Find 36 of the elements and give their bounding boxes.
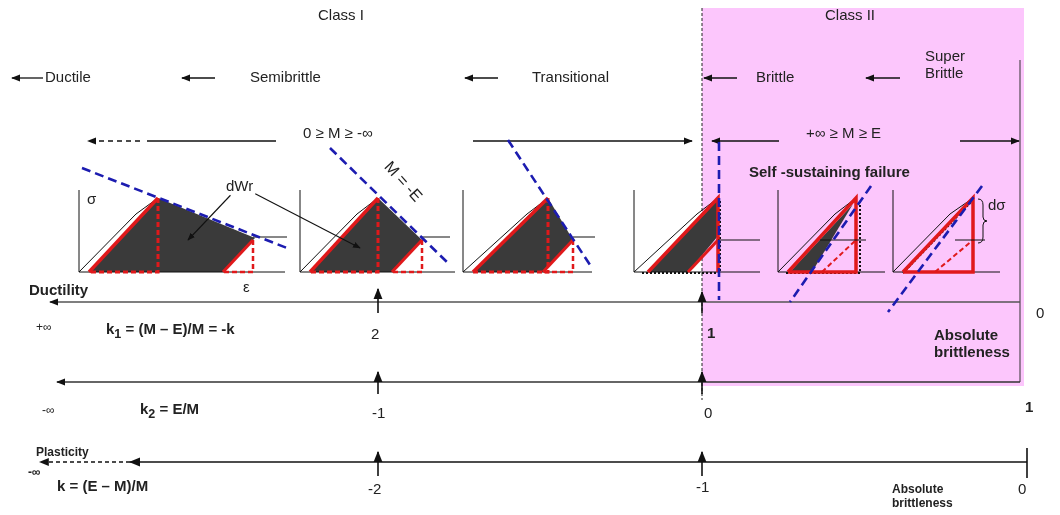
axis-symbol: ε: [243, 278, 250, 296]
class-label: Class II: [825, 6, 875, 24]
tick-value: 2: [371, 325, 380, 343]
axis-symbol: σ: [87, 190, 97, 208]
behavior-label: Semibrittle: [250, 68, 321, 86]
tick-value: 1: [1025, 398, 1034, 416]
tick-value: 1: [707, 324, 716, 342]
tick-value: -∞: [42, 404, 55, 418]
range-label: 0 ≥ M ≥ -∞: [303, 124, 373, 142]
behavior-label: Super Brittle: [925, 47, 967, 82]
range-label: +∞ ≥ M ≥ E: [806, 124, 882, 142]
tick-value: 0: [704, 404, 713, 422]
axis-symbol: dσ: [988, 196, 1006, 214]
axis-label: Plasticity: [36, 446, 89, 460]
axis-label: Ductility: [29, 281, 89, 299]
behavior-label: Ductile: [45, 68, 91, 86]
note: Absolute brittleness: [892, 483, 954, 511]
leader-line: [254, 193, 361, 249]
formula: k$_{1}$ = (M – E)/M = -k: [106, 320, 235, 342]
tick-value: 0: [1036, 304, 1045, 322]
note: Absolute brittleness: [934, 326, 1011, 361]
tick-value: +∞: [36, 321, 52, 335]
formula: k$_{2}$ = E/M: [140, 400, 200, 422]
behavior-label: Brittle: [756, 68, 795, 86]
behavior-label: Transitional: [532, 68, 609, 86]
formula: k = (E – M)/M: [57, 477, 149, 495]
tick-value: -2: [368, 480, 382, 498]
class-label: Class I: [318, 6, 364, 24]
failure-label: Self -sustaining failure: [749, 163, 910, 181]
area-label: dWr: [224, 176, 256, 196]
slope-label: M = -E: [380, 158, 426, 206]
tick-value: -1: [696, 478, 710, 496]
tick-value: -1: [372, 404, 386, 422]
leader-line: [187, 194, 232, 241]
tick-value: -∞: [28, 466, 41, 480]
tick-value: 0: [1018, 480, 1027, 498]
